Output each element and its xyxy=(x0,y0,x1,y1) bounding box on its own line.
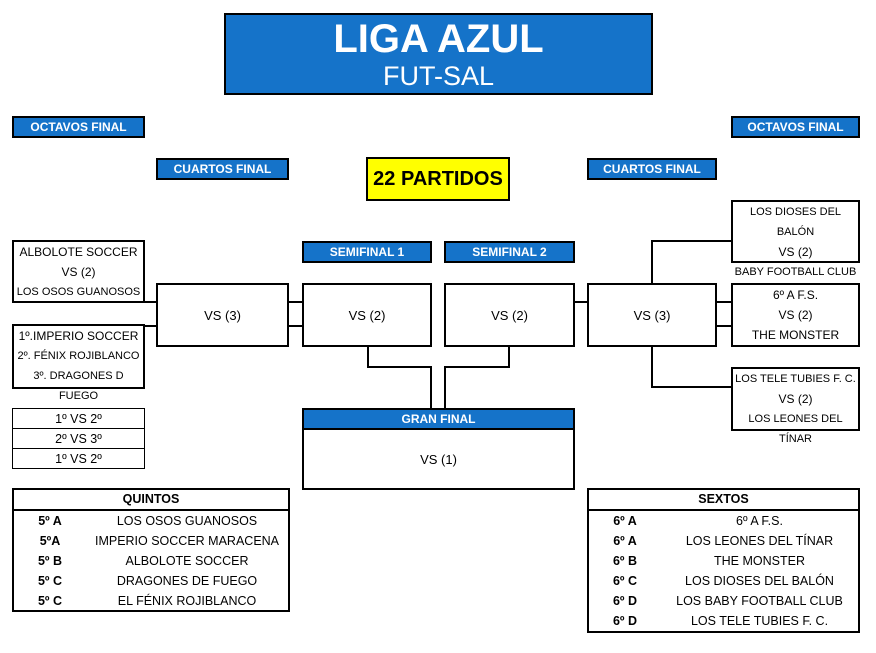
semifinal2-box: VS (2) xyxy=(444,283,575,347)
table-row: 6º A 6º A F.S. xyxy=(589,511,858,531)
team-cell: IMPERIO SOCCER MARACENA xyxy=(94,534,280,548)
team-cell: LOS OSOS GUANOSOS xyxy=(116,514,258,528)
team-name: THE MONSTER xyxy=(751,328,840,342)
table-row: 5º C EL FÉNIX ROJIBLANCO xyxy=(14,591,288,611)
connector-line xyxy=(717,325,731,327)
connector-line xyxy=(651,240,731,242)
team-name: 6º A F.S. xyxy=(772,288,819,302)
quintos-title: QUINTOS xyxy=(14,490,288,511)
team-cell: LOS BABY FOOTBALL CLUB xyxy=(676,594,843,608)
cuartos-right-box: VS (3) xyxy=(587,283,717,347)
team-cell: LOS TELE TUBIES F. C. xyxy=(690,614,829,628)
group-cell: 5ºA xyxy=(39,534,61,548)
sextos-table: SEXTOS 6º A 6º A F.S. 6º A LOS LEONES DEL … xyxy=(587,488,860,633)
table-row: 5º B ALBOLOTE SOCCER xyxy=(14,551,288,571)
table-row: 5ºA IMPERIO SOCCER MARACENA xyxy=(14,531,288,551)
team-name: LOS OSOS GUANOSOS xyxy=(16,286,141,298)
sextos-title: SEXTOS xyxy=(589,490,858,511)
team-cell: ALBOLOTE SOCCER xyxy=(125,554,249,568)
team-cell: THE MONSTER xyxy=(714,554,805,568)
right-octavos-match-1: LOS DIOSES DEL BALÓN VS (2) BABY FOOTBAL… xyxy=(731,200,860,278)
team-name: LOS DIOSES DEL BALÓN xyxy=(749,206,842,238)
gran-final-box: VS (1) xyxy=(302,428,575,490)
connector-line xyxy=(651,347,653,388)
title-banner: LIGA AZUL FUT-SAL xyxy=(224,13,653,95)
octavos-right-label: OCTAVOS FINAL xyxy=(731,116,860,138)
schedule-table: 1º VS 2º 2º VS 3º 1º VS 2º xyxy=(12,408,145,469)
group-cell: 5º A xyxy=(38,514,62,528)
connector-line xyxy=(145,325,156,327)
vs-label: VS (2) xyxy=(778,245,813,259)
connector-line xyxy=(444,366,446,408)
table-row: 5º C DRAGONES DE FUEGO xyxy=(14,571,288,591)
team-name: 3º. DRAGONES D FUEGO xyxy=(33,370,124,402)
connector-line xyxy=(444,366,510,368)
group-cell: 6º C xyxy=(612,574,638,588)
quintos-table: QUINTOS 5º A LOS OSOS GUANOSOS 5ºA IMPERIO… xyxy=(12,488,290,612)
connector-line xyxy=(575,301,587,303)
table-row: 6º A LOS LEONES DEL TÍNAR xyxy=(589,531,858,551)
team-name: BABY FOOTBALL CLUB xyxy=(734,266,857,278)
league-title: LIGA AZUL xyxy=(333,17,544,61)
team-cell: LOS DIOSES DEL BALÓN xyxy=(685,574,834,588)
group-cell: 5º C xyxy=(37,594,63,608)
team-name: 1º.IMPERIO SOCCER xyxy=(18,329,139,343)
group-cell: 6º B xyxy=(612,554,638,568)
left-octavos-match-2: 1º.IMPERIO SOCCER 2º. FÉNIX ROJIBLANCO 3… xyxy=(12,324,145,402)
semifinal2-label: SEMIFINAL 2 xyxy=(444,241,575,263)
octavos-left-label: OCTAVOS FINAL xyxy=(12,116,145,138)
team-cell: LOS LEONES DEL TÍNAR xyxy=(685,534,834,548)
vs-label: VS (2) xyxy=(778,308,813,322)
connector-line xyxy=(367,347,369,368)
gran-final-label: GRAN FINAL xyxy=(302,408,575,430)
partidos-badge: 22 PARTIDOS xyxy=(366,157,510,201)
group-cell: 6º A xyxy=(613,514,637,528)
team-cell: EL FÉNIX ROJIBLANCO xyxy=(117,594,257,608)
group-cell: 6º D xyxy=(612,594,638,608)
team-name: ALBOLOTE SOCCER xyxy=(19,245,138,259)
group-cell: 6º D xyxy=(612,614,638,628)
connector-line xyxy=(289,301,302,303)
connector-line xyxy=(651,386,731,388)
connector-line xyxy=(651,240,653,283)
group-cell: 6º A xyxy=(613,534,637,548)
semifinal1-label: SEMIFINAL 1 xyxy=(302,241,432,263)
cuartos-right-label: CUARTOS FINAL xyxy=(587,158,717,180)
team-cell: 6º A F.S. xyxy=(736,514,783,528)
schedule-row: 1º VS 2º xyxy=(12,408,145,429)
schedule-row: 2º VS 3º xyxy=(12,428,145,449)
left-octavos-match-1: ALBOLOTE SOCCER VS (2) LOS OSOS GUANOSOS xyxy=(12,240,145,303)
right-octavos-match-2: 6º A F.S. VS (2) THE MONSTER xyxy=(731,283,860,347)
team-name: LOS TELE TUBIES F. C. xyxy=(735,373,856,385)
connector-line xyxy=(289,325,302,327)
vs-label: VS (2) xyxy=(778,392,813,406)
connector-line xyxy=(430,366,432,408)
right-octavos-match-3: LOS TELE TUBIES F. C. VS (2) LOS LEONES … xyxy=(731,367,860,445)
league-subtitle: FUT-SAL xyxy=(382,61,495,91)
connector-line xyxy=(145,301,156,303)
table-row: 5º A LOS OSOS GUANOSOS xyxy=(14,511,288,531)
team-name: 2º. FÉNIX ROJIBLANCO xyxy=(17,350,140,362)
vs-label: VS (2) xyxy=(61,265,96,279)
table-row: 6º D LOS BABY FOOTBALL CLUB xyxy=(589,591,858,611)
team-name: LOS LEONES DEL TÍNAR xyxy=(748,413,843,445)
team-cell: DRAGONES DE FUEGO xyxy=(116,574,258,588)
table-row: 6º B THE MONSTER xyxy=(589,551,858,571)
connector-line xyxy=(367,366,431,368)
connector-line xyxy=(508,347,510,368)
semifinal1-box: VS (2) xyxy=(302,283,432,347)
schedule-row: 1º VS 2º xyxy=(12,448,145,469)
group-cell: 5º C xyxy=(37,574,63,588)
table-row: 6º C LOS DIOSES DEL BALÓN xyxy=(589,571,858,591)
cuartos-left-box: VS (3) xyxy=(156,283,289,347)
table-row: 6º D LOS TELE TUBIES F. C. xyxy=(589,611,858,631)
group-cell: 5º B xyxy=(37,554,63,568)
cuartos-left-label: CUARTOS FINAL xyxy=(156,158,289,180)
connector-line xyxy=(717,301,731,303)
